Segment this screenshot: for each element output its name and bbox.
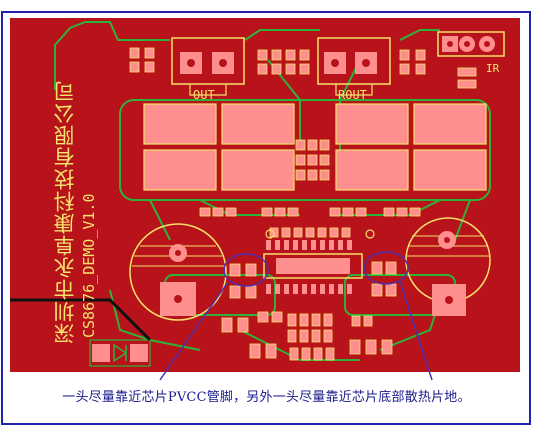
annotation-ellipses	[223, 251, 409, 287]
company-silkscreen-text: 深圳市永阜康科技有限公司	[53, 80, 77, 344]
inductors	[143, 103, 487, 191]
diode	[89, 339, 151, 367]
electrolytic-capacitors	[129, 217, 491, 321]
amplifier-chip	[263, 227, 375, 294]
label-ir: IR	[486, 62, 500, 75]
smd-components-bottom	[221, 311, 393, 361]
smd-components-top	[129, 47, 477, 217]
annotation-arrows	[159, 281, 433, 381]
black-wire	[10, 298, 152, 342]
label-rout: ROUT	[338, 88, 367, 102]
model-silkscreen-text: CS8676_DEMO_V1.0	[80, 193, 98, 339]
out-connector	[171, 37, 245, 96]
rout-connector	[317, 37, 391, 96]
annotation-caption: 一头尽量靠近芯片PVCC管脚，另外一头尽量靠近芯片底部散热片地。	[62, 390, 471, 405]
ir-connector	[437, 31, 505, 57]
label-out: OUT	[193, 88, 215, 102]
